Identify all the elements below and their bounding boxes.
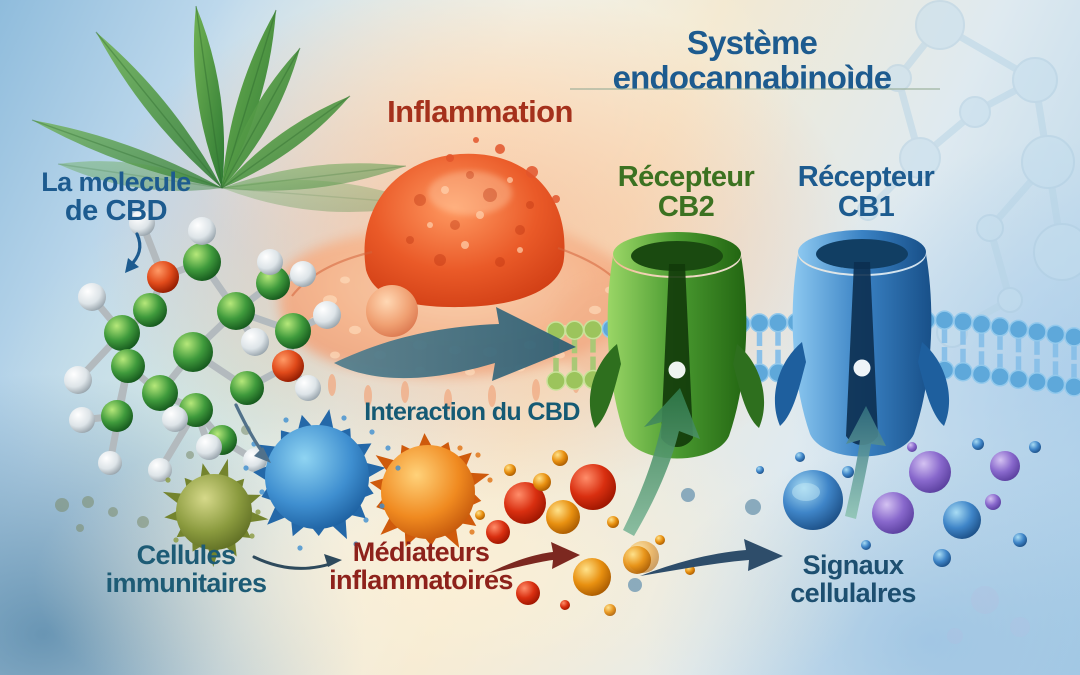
cb2-receptor-label: Récepteur CB2: [617, 161, 755, 224]
cbd-molecule: [64, 210, 341, 482]
cannabis-leaf-icon: [31, 5, 425, 213]
interaction-arrow: [334, 307, 576, 381]
title-text: Système endocannabinoìde: [612, 24, 893, 96]
mediators-to-cb2-arrow: [623, 388, 700, 536]
immune-cells: [162, 409, 493, 567]
interaction-label: Interaction du CBD: [364, 398, 580, 426]
title-underline: [570, 88, 940, 90]
page-title: Système endocannabinoìde: [556, 24, 948, 96]
background-specks: [55, 425, 251, 532]
signals-label: Signaux cellulalres: [790, 550, 916, 609]
cb2-receptor-icon: [589, 232, 765, 459]
inflammation-label: Inflammation: [387, 94, 573, 129]
mediators-label: Médiateurs inflammatoires: [329, 537, 513, 596]
cb1-receptor-label: Récepteur CB1: [797, 161, 935, 224]
molecule-watermark: [857, 0, 1080, 644]
cbd-molecule-label: La molecule de CBD: [41, 167, 191, 228]
mediators-flow-arrow: [489, 542, 580, 573]
cb1-receptor-icon: [774, 230, 950, 457]
molecule-to-cell-arrow: [234, 403, 271, 463]
immune-cells-label: Cellules immunitaires: [105, 540, 267, 599]
cell-signals: [756, 438, 1041, 567]
signals-to-cb1-arrow: [845, 406, 886, 519]
cells-to-mediators-arrow: [252, 554, 342, 570]
inflammatory-mediators: [475, 450, 761, 616]
label-pointer-arrow: [125, 232, 142, 273]
mediators-to-signals-arrow: [640, 539, 783, 576]
